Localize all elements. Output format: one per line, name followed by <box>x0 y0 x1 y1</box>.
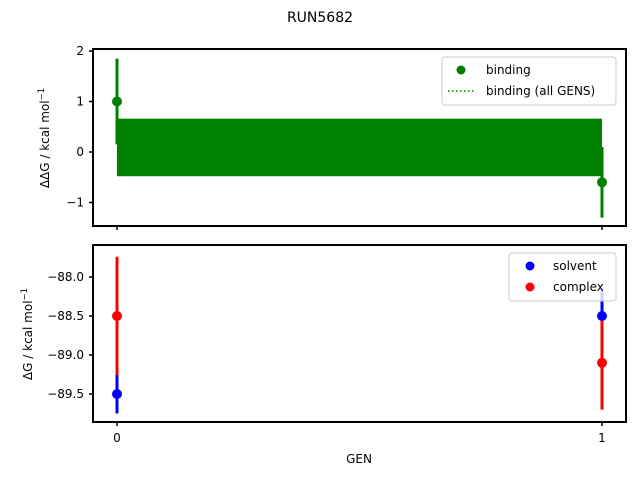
top-y-tick-label: 2 <box>76 44 84 58</box>
top-panel: 2 1 0 −1 ΔΔG / kcal mol−1 binding binding (… <box>37 44 627 230</box>
binding-series <box>112 58 607 218</box>
legend-binding-all-gens-label: binding (all GENS) <box>486 84 595 98</box>
solvent-complex-series <box>112 256 607 414</box>
top-y-tick-label: −1 <box>66 196 84 210</box>
legend-binding-marker <box>456 65 466 75</box>
bottom-y-tick-label: −89.5 <box>47 387 84 401</box>
bottom-y-tick-label: −89.0 <box>47 348 84 362</box>
legend-solvent-marker <box>525 261 535 271</box>
top-y-tick-label: 1 <box>76 95 84 109</box>
complex-point <box>597 357 607 368</box>
top-axes-frame <box>92 48 627 227</box>
top-y-axis-label: ΔΔG / kcal mol−1 <box>37 88 52 188</box>
binding-all-gens-band <box>117 118 602 177</box>
bottom-legend: solvent complex <box>508 252 617 302</box>
bottom-y-tick-label: −88.0 <box>47 270 84 284</box>
top-x-ticks <box>116 226 603 230</box>
top-y-tick-label: 0 <box>76 145 84 159</box>
x-tick-label: 1 <box>598 431 606 445</box>
bottom-y-axis-label: ΔG / kcal mol−1 <box>20 288 35 380</box>
figure-title: RUN5682 <box>287 10 353 26</box>
bottom-y-tick-label: −88.5 <box>47 309 84 323</box>
legend-solvent-label: solvent <box>553 259 597 273</box>
complex-point <box>112 311 122 321</box>
top-legend: binding binding (all GENS) <box>441 56 617 106</box>
bottom-axes-frame <box>92 244 627 423</box>
legend-binding-label: binding <box>486 63 531 77</box>
top-y-ticks: 2 1 0 −1 <box>66 44 93 210</box>
bottom-y-ticks: −88.0 −88.5 −89.0 −89.5 <box>47 270 93 401</box>
binding-point <box>112 96 122 107</box>
binding-point <box>597 177 607 188</box>
x-tick-label: 0 <box>113 431 121 445</box>
solvent-point <box>597 311 607 321</box>
legend-complex-label: complex <box>553 280 604 294</box>
solvent-point <box>112 389 122 399</box>
x-axis-label: GEN <box>346 452 372 466</box>
legend-complex-marker <box>525 282 535 292</box>
